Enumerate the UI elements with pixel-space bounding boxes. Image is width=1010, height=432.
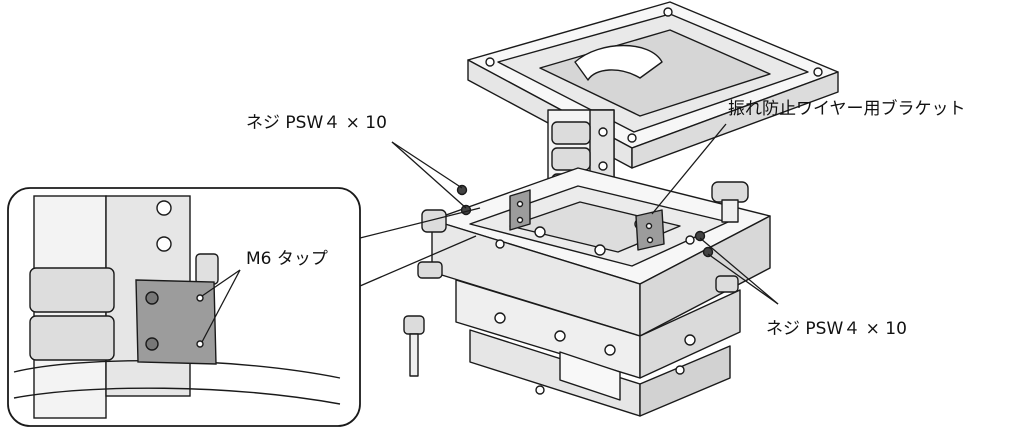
tap-hole-upper xyxy=(196,294,204,302)
callout-line-lower xyxy=(359,235,477,287)
screw-right-leader-a xyxy=(699,237,779,305)
main-assembly xyxy=(403,1,839,417)
labels: ネジ PSW４ × 10 振れ防止ワイヤー用ブラケット M6 タップ ネジ PS… xyxy=(246,98,966,339)
screws xyxy=(456,184,714,258)
label-bracket: 振れ防止ワイヤー用ブラケット xyxy=(728,98,966,119)
tap-hole-lower xyxy=(196,340,204,348)
label-screw-right: ネジ PSW４ × 10 xyxy=(766,319,907,339)
tap-leader-b xyxy=(201,269,241,343)
bracket-detail xyxy=(135,279,217,365)
screw-top-leader-a xyxy=(391,141,463,189)
detail-inset xyxy=(7,187,361,427)
bracket-leader xyxy=(651,123,727,215)
stage-body xyxy=(431,167,771,337)
leader-lines xyxy=(201,123,779,343)
label-screw-top: ネジ PSW４ × 10 xyxy=(246,113,387,133)
top-mounting-plate xyxy=(467,1,839,169)
tap-leader-a xyxy=(201,269,241,297)
screw-right-leader-b xyxy=(707,253,779,305)
label-m6-tap: M6 タップ xyxy=(246,249,328,269)
adjustment-knobs xyxy=(403,181,749,377)
screw-top-leader-b xyxy=(391,141,467,209)
callout-line-upper xyxy=(359,207,481,239)
lower-stages xyxy=(455,279,741,417)
